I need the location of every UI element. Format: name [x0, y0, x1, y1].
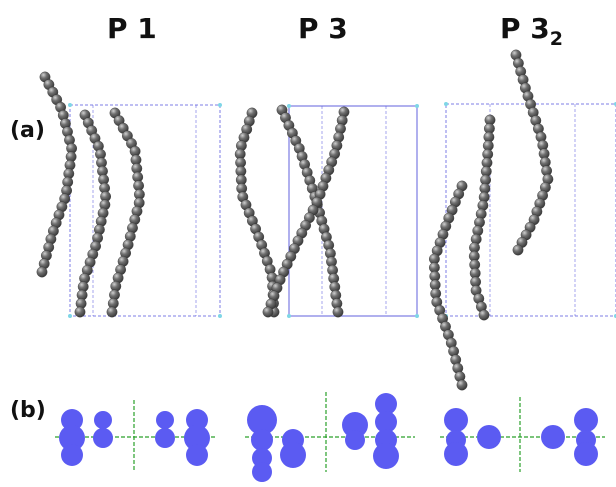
row-label-b: (b)	[10, 398, 46, 423]
sphere-p1-9	[184, 425, 210, 451]
sphere-p3-6	[280, 442, 306, 468]
unit-cell-p32-corner-0	[444, 102, 448, 106]
sphere-p32-1	[444, 408, 468, 432]
title-p32-subscript: 2	[549, 28, 563, 50]
unit-cell-p1-corner-1	[218, 103, 222, 107]
sphere-p1-5	[93, 428, 113, 448]
chain-p32-a	[510, 49, 554, 256]
sphere-p1-4	[94, 411, 112, 429]
projections-row	[55, 392, 605, 482]
sphere-p3-4	[252, 462, 272, 482]
title-p32: P 32	[500, 12, 563, 50]
chain-p1-c	[106, 107, 145, 318]
chain-p32-b	[468, 114, 496, 321]
chain-p32-b-bead	[478, 309, 490, 321]
sphere-p3-12	[373, 443, 399, 469]
sphere-p1-7	[155, 428, 175, 448]
title-p32-text: P 3	[500, 12, 550, 45]
unit-cell-p3-corner-3	[415, 314, 419, 318]
sphere-p3-10	[375, 411, 397, 433]
sphere-p3-3	[252, 448, 272, 468]
sphere-p3-8	[345, 430, 365, 450]
unit-cell-p3-corner-2	[287, 314, 291, 318]
chain-p1-c-bead	[106, 306, 118, 318]
chain-p1-b-bead	[74, 306, 86, 318]
sphere-p32-8	[574, 442, 598, 466]
sphere-p32-5	[541, 425, 565, 449]
unit-cell-p3-corner-0	[287, 104, 291, 108]
unit-cell-p1-outline	[69, 104, 221, 317]
unit-cell-p3	[287, 104, 419, 318]
title-p1-text: P 1	[107, 12, 157, 45]
chain-p3-b-bead	[332, 306, 344, 318]
sphere-p1-6	[156, 411, 174, 429]
sphere-p1-2	[59, 425, 85, 451]
sphere-p3-2	[251, 429, 273, 451]
sphere-p32-4	[477, 425, 501, 449]
chain-p1-b	[74, 109, 112, 318]
sphere-p3-1	[247, 405, 277, 435]
unit-cell-p1-corner-0	[68, 103, 72, 107]
title-p1: P 1	[107, 12, 157, 45]
chain-p3-c-bead	[262, 306, 274, 318]
sphere-p1-3	[61, 444, 83, 466]
sphere-p3-9	[375, 393, 397, 415]
sphere-p1-10	[186, 444, 208, 466]
sphere-p32-3	[444, 442, 468, 466]
chain-p3-c	[262, 106, 350, 318]
chain-p1-a	[36, 71, 78, 278]
unit-cell-p1-corner-2	[68, 314, 72, 318]
unit-cell-p32	[444, 102, 616, 318]
unit-cell-p3-corner-1	[415, 104, 419, 108]
helical-chains	[36, 49, 554, 391]
title-p3-text: P 3	[298, 12, 348, 45]
row-label-a: (a)	[10, 118, 45, 143]
sphere-p1-1	[61, 409, 83, 431]
title-p3: P 3	[298, 12, 348, 45]
chain-p1-a-bead	[36, 266, 48, 278]
chain-p3-b	[276, 104, 344, 318]
sphere-p3-7	[342, 412, 368, 438]
chain-p32-c-bead	[456, 379, 468, 391]
sphere-p32-6	[574, 408, 598, 432]
unit-cell-p3-outline	[288, 105, 418, 317]
chain-p32-a-bead	[512, 244, 524, 256]
sphere-p1-8	[186, 409, 208, 431]
chain-p32-c	[428, 180, 468, 391]
unit-cell-p1-corner-3	[218, 314, 222, 318]
